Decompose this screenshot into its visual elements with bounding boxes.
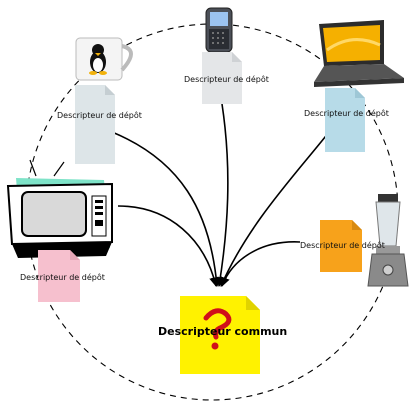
doc-mug-label: Descripteur de dépôt [57, 110, 142, 120]
doc-laptop: Descripteur de dépôt [304, 88, 389, 152]
blender-device [367, 194, 409, 287]
television-device [6, 159, 113, 258]
connector-arrows [111, 103, 338, 287]
linux-mug-device [75, 37, 133, 81]
question-mark-icon [203, 308, 232, 350]
doc-tv-label: Descripteur de dépôt [20, 272, 105, 282]
doc-tv: Descripteur de dépôt [20, 250, 105, 302]
arrow-laptop [220, 121, 338, 287]
laptop-device [314, 20, 404, 87]
doc-phone-label: Descripteur de dépôt [184, 74, 269, 84]
doc-blender-label: Descripteur de dépôt [300, 240, 385, 250]
smartphone-device [205, 7, 233, 53]
doc-phone: Descripteur de dépôt [184, 52, 269, 104]
doc-laptop-label: Descripteur de dépôt [304, 108, 389, 118]
common-descriptor-doc: Descripteur commun [158, 296, 287, 374]
arrow-phone [215, 103, 229, 287]
tux-penguin-icon [89, 44, 107, 75]
common-descriptor-label: Descripteur commun [158, 325, 287, 338]
arrow-mug [111, 131, 221, 287]
arrow-tv [117, 205, 219, 287]
doc-mug: Descripteur de dépôt [57, 85, 142, 164]
arrow-blender [220, 241, 301, 287]
doc-blender: Descripteur de dépôt [300, 220, 385, 272]
